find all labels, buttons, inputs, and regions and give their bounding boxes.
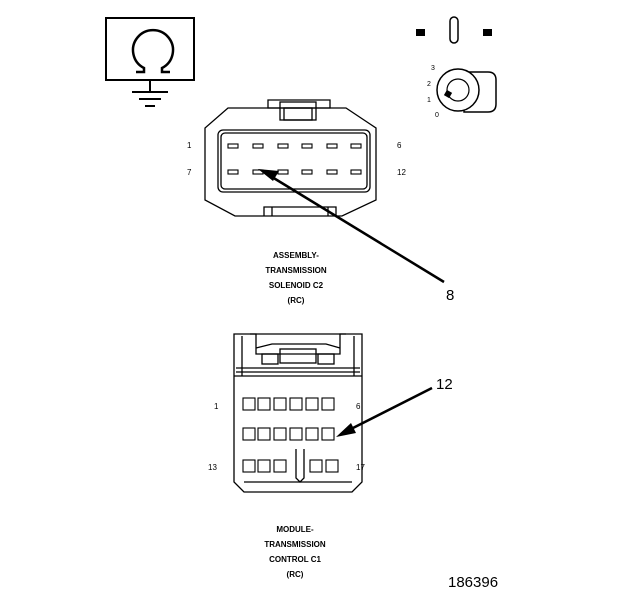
tcm-key-rib <box>295 449 305 483</box>
tcm-cavity <box>309 459 323 473</box>
tcm-pin-13-label: 13 <box>208 463 217 472</box>
tcm-connector-cavities <box>242 397 339 473</box>
ignition-position-2: 2 <box>427 81 431 88</box>
tcm-cavity <box>242 397 256 411</box>
solenoid-name-line-3: SOLENOID C2 <box>269 281 324 290</box>
solenoid-cavity <box>227 169 239 175</box>
tcm-cavity <box>273 427 287 441</box>
tcm-cavity <box>273 397 287 411</box>
ignition-position-0: 0 <box>435 112 439 119</box>
tcm-connector-housing <box>233 333 363 493</box>
tcm-callout-arrow <box>336 386 433 437</box>
solenoid-cavity <box>301 169 313 175</box>
tcm-cavity <box>257 459 271 473</box>
solenoid-cavity <box>277 143 289 149</box>
solenoid-cavity <box>350 169 362 175</box>
solenoid-cavity <box>252 143 264 149</box>
tcm-cavity <box>257 427 271 441</box>
solenoid-cavity <box>326 143 338 149</box>
solenoid-pin-6-label: 6 <box>397 141 402 150</box>
tcm-name-line-2: TRANSMISSION <box>264 540 326 549</box>
ignition-position-3: 3 <box>431 65 435 72</box>
solenoid-callout-label: 8 <box>446 287 454 304</box>
ignition-key-off-icon <box>416 16 497 113</box>
solenoid-cavity <box>350 143 362 149</box>
tcm-pin-6-label: 6 <box>356 402 361 411</box>
tcm-cavity <box>289 427 303 441</box>
solenoid-pin-1-label: 1 <box>187 141 192 150</box>
solenoid-connector-housing <box>204 99 377 217</box>
figure-number: 186396 <box>448 574 498 591</box>
solenoid-cavity <box>301 143 313 149</box>
solenoid-name-line-2: TRANSMISSION <box>265 266 327 275</box>
tcm-cavity <box>242 427 256 441</box>
solenoid-cavity <box>326 169 338 175</box>
tcm-pin-1-label: 1 <box>214 402 219 411</box>
tcm-name-line-3: CONTROL C1 <box>269 555 321 564</box>
ignition-position-1: 1 <box>427 97 431 104</box>
solenoid-name-line-1: ASSEMBLY- <box>273 251 319 260</box>
solenoid-callout-arrow <box>258 169 445 284</box>
tcm-name-line-4: (RC) <box>287 570 304 579</box>
ohmmeter-ground-icon <box>105 17 195 107</box>
solenoid-cavity <box>277 169 289 175</box>
tcm-callout-label: 12 <box>436 376 453 393</box>
solenoid-connector-name: ASSEMBLY- TRANSMISSION SOLENOID C2 (RC) <box>265 251 327 305</box>
solenoid-connector-cavities <box>227 143 362 175</box>
tcm-cavity <box>321 427 335 441</box>
tcm-cavity <box>321 397 335 411</box>
solenoid-cavity <box>227 143 239 149</box>
tcm-cavity <box>305 397 319 411</box>
tcm-cavity <box>325 459 339 473</box>
solenoid-pin-7-label: 7 <box>187 168 192 177</box>
solenoid-pin-12-label: 12 <box>397 168 406 177</box>
tcm-connector-name: MODULE- TRANSMISSION CONTROL C1 (RC) <box>264 525 326 579</box>
tcm-cavity <box>273 459 287 473</box>
tcm-cavity <box>242 459 256 473</box>
tcm-pin-17-label: 17 <box>356 463 365 472</box>
tcm-cavity <box>257 397 271 411</box>
tcm-cavity <box>289 397 303 411</box>
solenoid-name-line-4: (RC) <box>288 296 305 305</box>
tcm-name-line-1: MODULE- <box>276 525 314 534</box>
tcm-cavity <box>305 427 319 441</box>
